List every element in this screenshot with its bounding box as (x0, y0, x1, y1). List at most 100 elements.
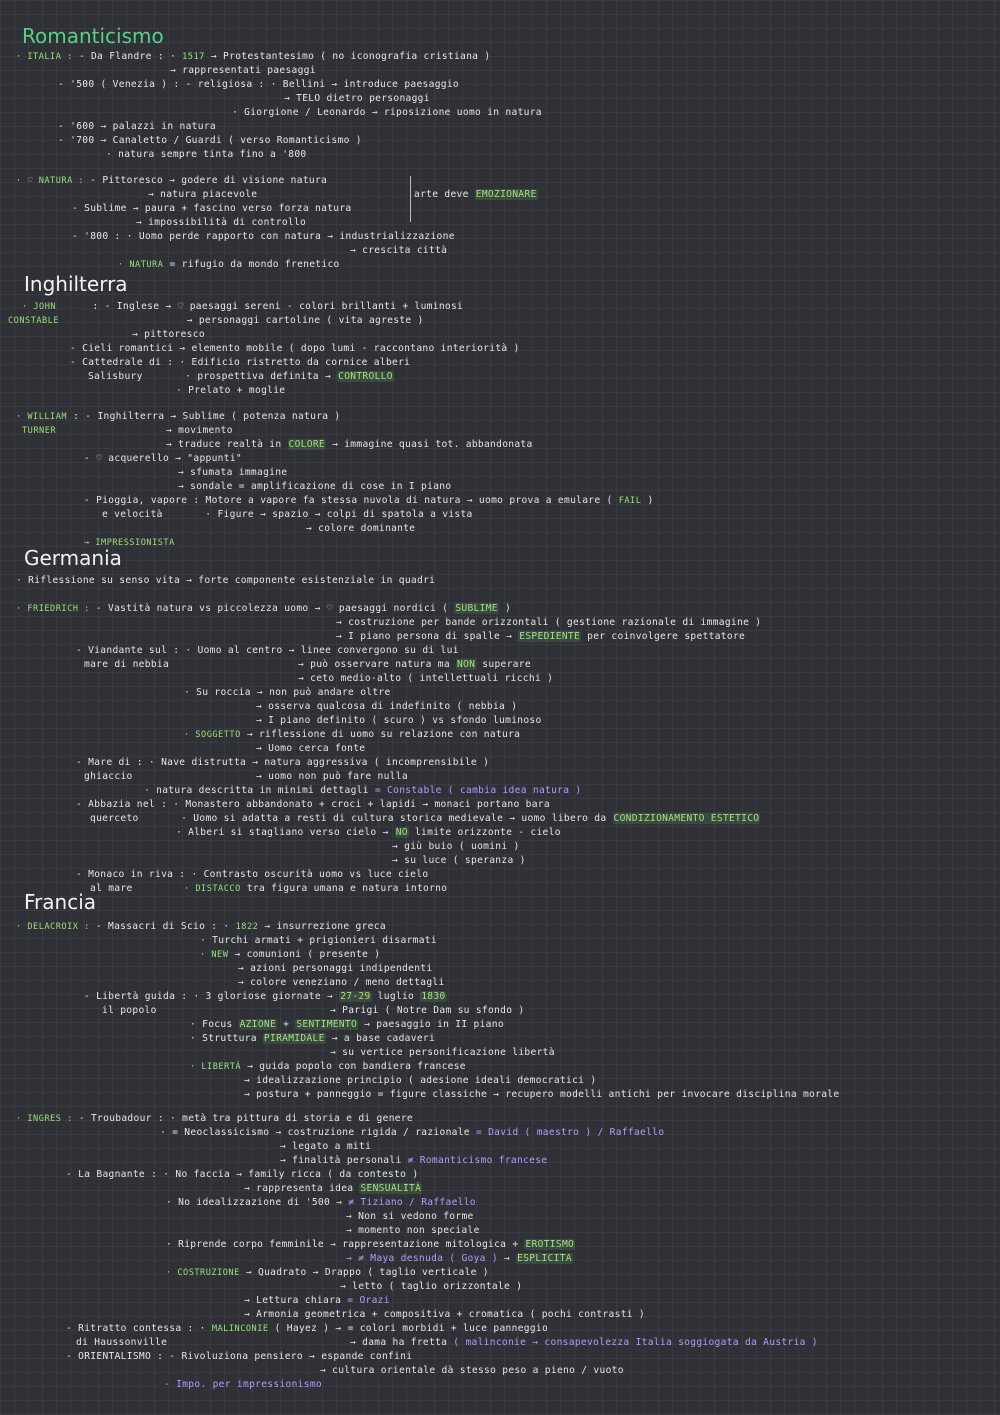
label-tag: · FRIEDRICH : (16, 604, 90, 614)
note-text: · Prelato + moglie (176, 385, 286, 396)
note-text: : - Inglese → ♡ paesaggi sereni - colori… (56, 301, 464, 312)
note-line: · natura descritta in minimi dettagli = … (144, 784, 581, 797)
label-tag: 1822 (235, 922, 259, 932)
note-line: → postura + panneggio = figure classiche… (244, 1088, 839, 1101)
note-text: → Protestantesimo ( no iconografia crist… (204, 51, 491, 62)
note-text: - Cattedrale di : · Edificio ristretto d… (70, 357, 411, 368)
note-line: · LIBERTÀ → guida popolo con bandiera fr… (190, 1060, 466, 1074)
note-line: · No idealizzazione di '500 → ≠ Tiziano … (166, 1196, 476, 1209)
label-tag: MALINCONIE (211, 1324, 269, 1334)
note-line: → cultura orientale dà stesso peso a pie… (320, 1364, 624, 1377)
note-text: - Vastità natura vs piccolezza uomo → ♡ … (89, 603, 455, 614)
note-text: → Lettura chiara (244, 1295, 348, 1306)
note-text: + (277, 1019, 296, 1030)
note-text: → osserva qualcosa di indefinito ( nebbi… (256, 701, 518, 712)
note-line: - Mare di : · Nave distrutta → natura ag… (76, 756, 489, 769)
note-text: → cultura orientale dà stesso peso a pie… (320, 1365, 624, 1376)
note-line: · Focus AZIONE + SENTIMENTO → paesaggio … (190, 1018, 504, 1031)
note-text: · natura descritta in minimi dettagli (144, 785, 375, 796)
note-line: → sondale = amplificazione di cose in I … (178, 480, 451, 493)
note-line: → ≠ Maya desnuda ( Goya ) → ESPLICITA (346, 1252, 573, 1265)
note-line: → rappresentati paesaggi (170, 64, 316, 77)
note-line: · = Neoclassicismo → costruzione rigida … (160, 1126, 664, 1139)
note-text: → traduce realtà in (166, 439, 288, 450)
label-tag: · INGRES : (16, 1114, 73, 1124)
note-text: → giù buio ( uomini ) (392, 841, 520, 852)
note-line: il popolo (102, 1004, 157, 1017)
note-line: · ♡ NATURA : - Pittoresco → godere di vi… (16, 174, 327, 188)
note-text: ) (498, 603, 512, 614)
comparison-note: - Impo. per impressionismo (164, 1379, 322, 1390)
note-text: - Ritratto contessa : · (66, 1323, 212, 1334)
note-text: → Non si vedono forme (346, 1211, 474, 1222)
note-line: CONSTABLE → personaggi cartoline ( vita … (8, 314, 424, 328)
note-text: → (497, 1253, 517, 1264)
note-line: · NEW → comunioni ( presente ) (200, 948, 380, 962)
note-line: Salisbury · prospettiva definita → CONTR… (88, 370, 394, 383)
note-line: → Parigi ( Notre Dam su sfondo ) (330, 1004, 524, 1017)
comparison-note: ≠ Tiziano / Raffaello (348, 1197, 476, 1208)
note-text: - '500 ( Venezia ) : - religiosa : · Bel… (58, 79, 460, 90)
bracket-divider (406, 176, 411, 222)
note-text: → Parigi ( Notre Dam su sfondo ) (330, 1005, 525, 1016)
note-line: → I piano definito ( scuro ) vs sfondo l… (256, 714, 542, 727)
note-text: → colore dominante (306, 523, 416, 534)
title-inghilterra: Inghilterra (24, 272, 128, 296)
note-text: → natura piacevole (148, 189, 258, 200)
note-line: arte deve EMOZIONARE (414, 188, 538, 201)
note-text: e velocità · Figure → spazio → colpi di … (102, 509, 473, 520)
note-text: → rappresenta idea (244, 1183, 360, 1194)
note-text: - Sublime → paura + fascino verso forza … (72, 203, 352, 214)
note-text: - Mare di : · Nave distrutta → natura ag… (76, 757, 490, 768)
note-text: - La Bagnante : · No faccia → family ric… (66, 1169, 419, 1180)
note-line: → legato a miti (280, 1140, 371, 1153)
note-text: → pittoresco (132, 329, 205, 340)
note-text: tra figura umana e natura intorno (240, 883, 448, 894)
highlight-keyword: AZIONE (238, 1019, 278, 1030)
note-text: limite orizzonte - cielo (408, 827, 561, 838)
note-line: → Non si vedono forme (346, 1210, 474, 1223)
note-line: → traduce realtà in COLORE → immagine qu… (166, 438, 533, 451)
note-line: → su luce ( speranza ) (392, 854, 526, 867)
note-line: ghiaccio (84, 770, 133, 783)
note-line: · natura sempre tinta fino a '800 (106, 148, 307, 161)
note-line: mare di nebbia (84, 658, 169, 671)
note-line: TURNER (22, 424, 56, 438)
note-text: · Riprende corpo femminile → rappresenta… (166, 1239, 525, 1250)
note-line: → azioni personaggi indipendenti (238, 962, 432, 975)
note-text: → movimento (166, 425, 233, 436)
note-line: - '500 ( Venezia ) : - religiosa : · Bel… (58, 78, 459, 91)
note-line: · Turchi armati + prigionieri disarmati (200, 934, 437, 947)
label-tag: · SOGGETTO (184, 730, 241, 740)
note-text: - Monaco in riva : · Contrasto oscurità … (76, 869, 429, 880)
note-line: → Armonia geometrica + compositiva + cro… (244, 1308, 645, 1321)
note-line: → colore dominante (306, 522, 415, 535)
label-tag: CONSTABLE (8, 316, 60, 326)
note-line: → idealizzazione principio ( adesione id… (244, 1074, 596, 1087)
note-text: → immagine quasi tot. abbandonata (326, 439, 533, 450)
note-text: il popolo (102, 1005, 157, 1016)
label-tag: · LIBERTÀ (190, 1062, 242, 1072)
note-line: → Lettura chiara = Orazi (244, 1294, 390, 1307)
note-text: → ceto medio-alto ( intellettuali ricchi… (298, 673, 554, 684)
note-text: - Pioggia, vapore : Motore a vapore fa s… (84, 495, 619, 506)
note-text: → Quadrato → Drappo ( taglio verticale ) (239, 1267, 489, 1278)
note-text: → personaggi cartoline ( vita agreste ) (59, 315, 424, 326)
note-text: · Struttura (190, 1033, 263, 1044)
note-text: → su luce ( speranza ) (392, 855, 526, 866)
highlight-keyword: PIRAMIDALE (262, 1033, 326, 1044)
highlight-keyword: NON (455, 659, 477, 670)
note-line: · Prelato + moglie (176, 384, 285, 397)
note-line: · Riprende corpo femminile → rappresenta… (166, 1238, 576, 1251)
highlight-keyword: EROTISMO (524, 1239, 576, 1250)
highlight-keyword: ESPLICITA (516, 1253, 573, 1264)
note-line: → impossibilità di controllo (136, 216, 306, 229)
title-germania: Germania (24, 546, 122, 570)
note-text: - Da Flandre : · (72, 51, 183, 62)
label-tag: 1517 (182, 52, 205, 62)
note-text: · Su roccia → non può andare oltre (184, 687, 391, 698)
note-text: → Armonia geometrica + compositiva + cro… (244, 1309, 646, 1320)
highlight-keyword: 1830 (420, 991, 447, 1002)
note-text: → crescita città (350, 245, 448, 256)
